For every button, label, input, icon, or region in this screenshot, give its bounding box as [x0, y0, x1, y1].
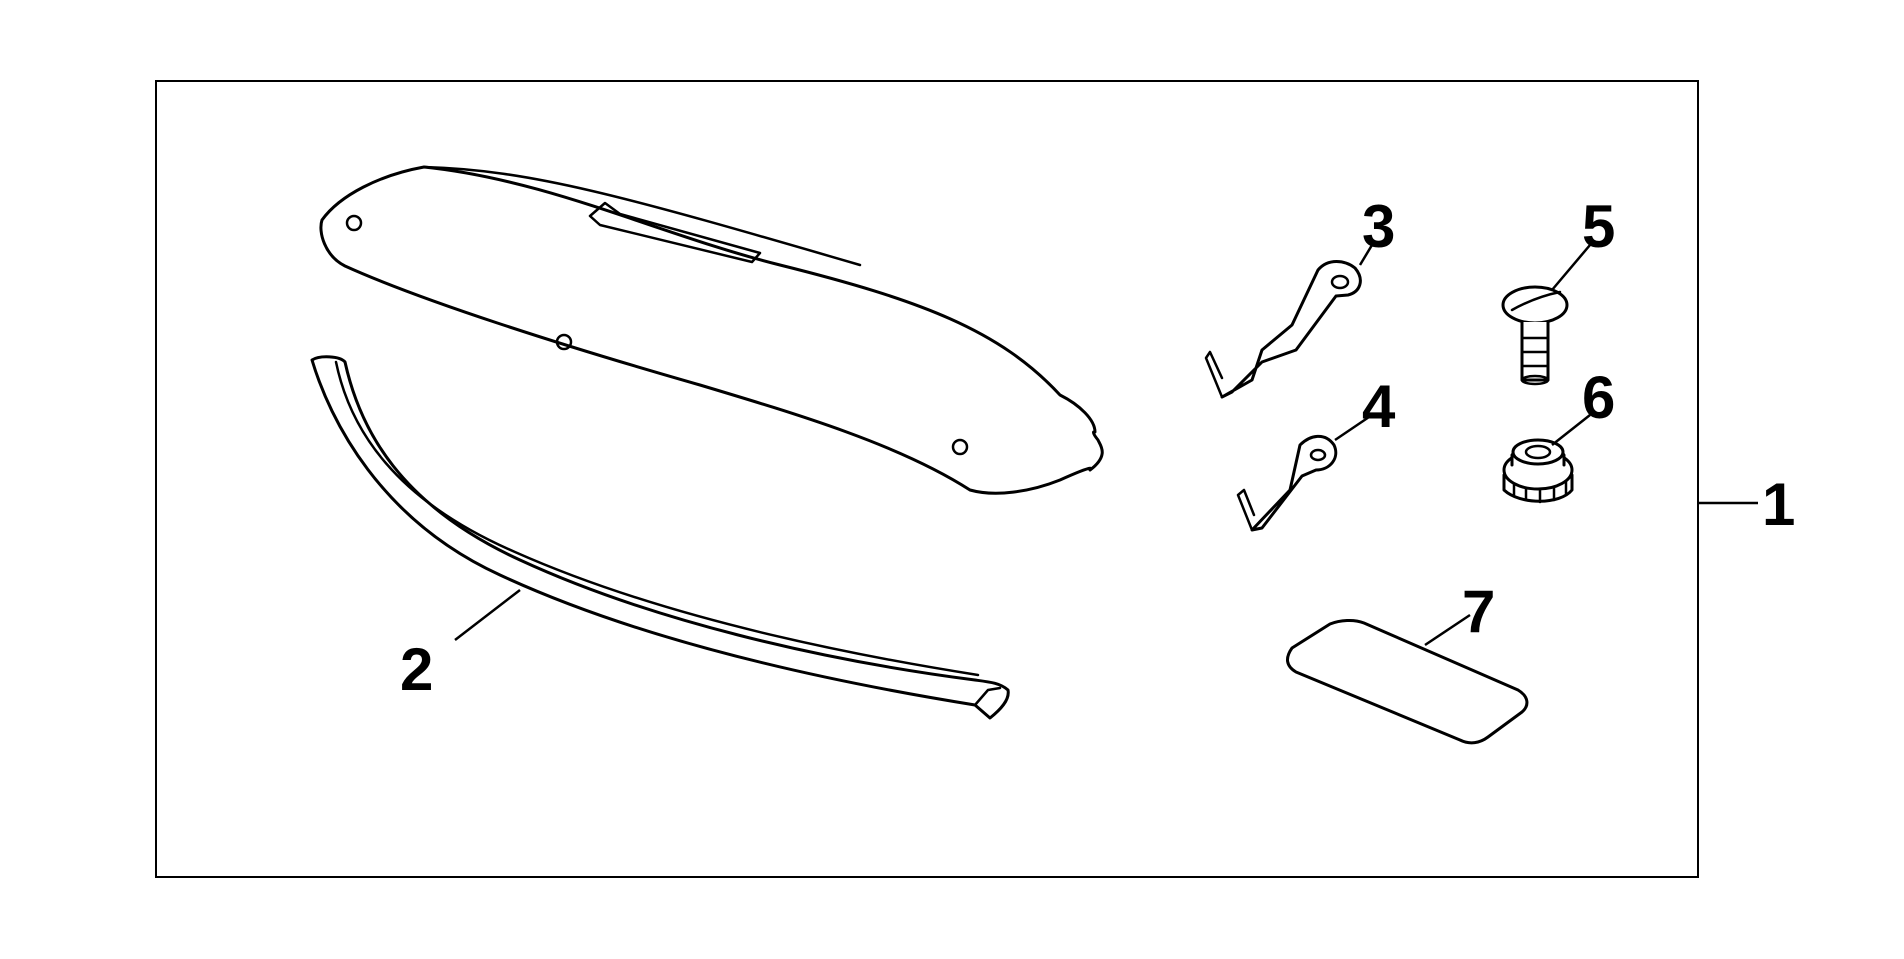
kit-frame [155, 80, 1699, 878]
callout-2: 2 [400, 636, 433, 703]
part-4-callout: 4 [1334, 373, 1396, 442]
part-3-callout: 3 [1358, 193, 1395, 266]
panel-shape [319, 165, 1104, 495]
callout-3: 3 [1362, 193, 1395, 260]
part-7-pad [1286, 619, 1529, 745]
part-2-strip [310, 355, 1010, 720]
part-2-callout: 2 [400, 589, 521, 703]
callout-6: 6 [1582, 364, 1615, 431]
part-6-nut [1502, 438, 1574, 504]
part-4-bracket [1236, 434, 1338, 532]
part-5-screw [1501, 285, 1569, 386]
callout-1: 1 [1762, 471, 1795, 538]
part-5-callout: 5 [1551, 193, 1615, 291]
part-7-callout: 7 [1424, 578, 1495, 647]
part-6-callout: 6 [1551, 364, 1615, 446]
callout-5: 5 [1582, 193, 1615, 260]
part-3-bracket [1204, 260, 1362, 399]
part-1-callout: 1 [1698, 471, 1795, 538]
callout-4: 4 [1362, 373, 1396, 440]
callout-7: 7 [1462, 578, 1495, 645]
